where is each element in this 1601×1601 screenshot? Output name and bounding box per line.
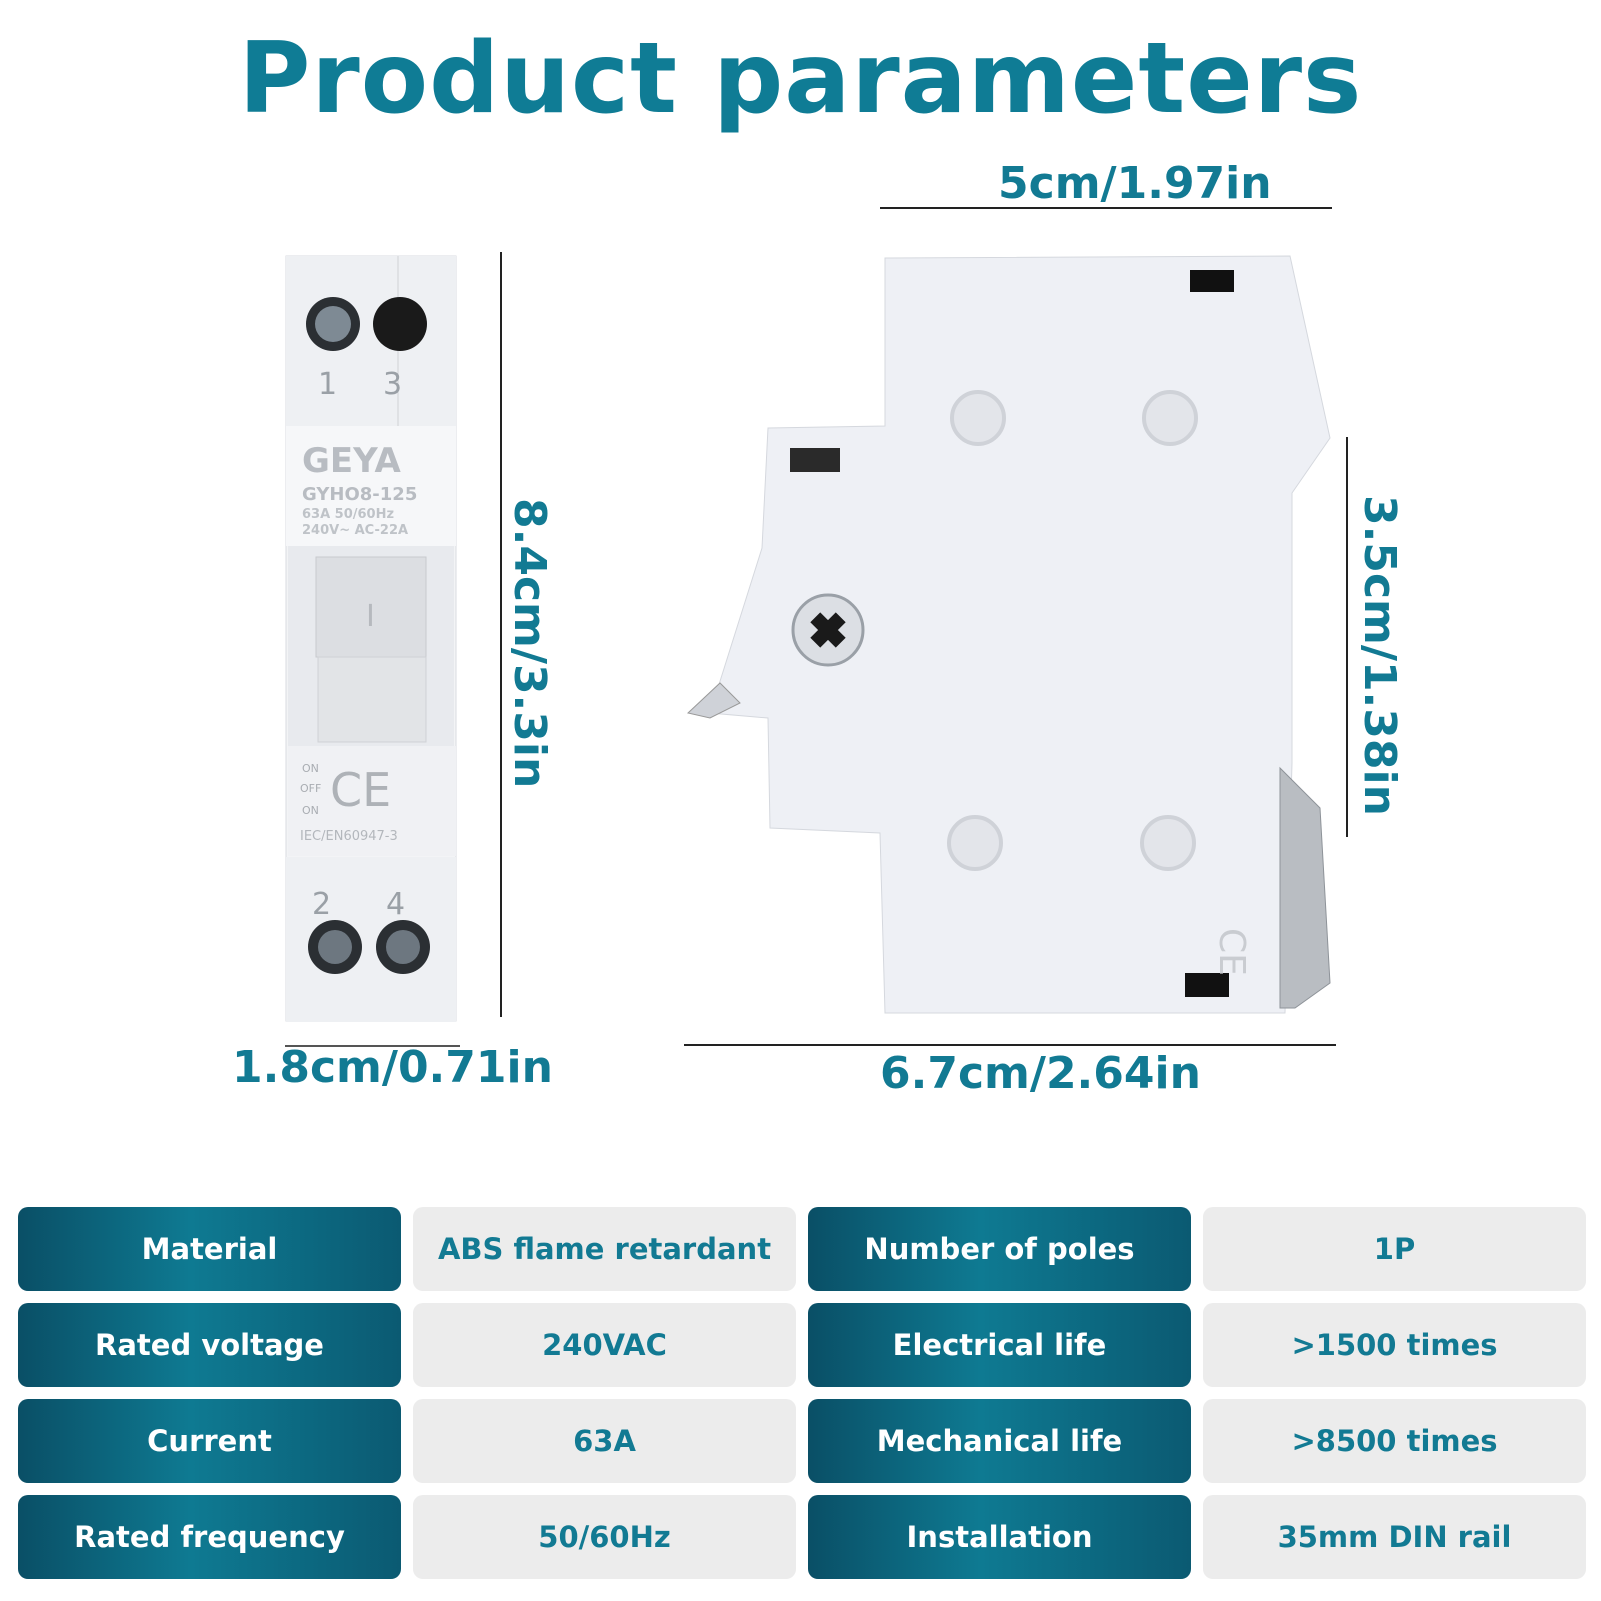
ce-mark: CE bbox=[330, 763, 391, 817]
side-ce-mark: CE bbox=[1211, 928, 1252, 976]
side-depth-label: 6.7cm/2.64in bbox=[880, 1048, 1201, 1099]
spec-value: 63A bbox=[413, 1399, 796, 1483]
spec-label: Rated frequency bbox=[18, 1495, 401, 1579]
spec-table: Material ABS flame retardant Number of p… bbox=[18, 1207, 1586, 1591]
side-top-width-label: 5cm/1.97in bbox=[998, 158, 1272, 209]
svg-text:2: 2 bbox=[312, 887, 331, 922]
svg-text:240V~ AC-22A: 240V~ AC-22A bbox=[302, 523, 408, 538]
spec-value: >1500 times bbox=[1203, 1303, 1586, 1387]
svg-text:IEC/EN60947-3: IEC/EN60947-3 bbox=[300, 829, 398, 844]
spec-value: >8500 times bbox=[1203, 1399, 1586, 1483]
side-rivet bbox=[1142, 390, 1198, 446]
front-height-line bbox=[500, 252, 502, 1017]
spec-label: Rated voltage bbox=[18, 1303, 401, 1387]
side-rivet bbox=[950, 390, 1006, 446]
side-rivet bbox=[1140, 815, 1196, 871]
spec-value: 50/60Hz bbox=[413, 1495, 796, 1579]
svg-text:ON: ON bbox=[302, 804, 319, 817]
spec-value: 35mm DIN rail bbox=[1203, 1495, 1586, 1579]
spec-label: Electrical life bbox=[808, 1303, 1191, 1387]
terminal-screw-3 bbox=[373, 297, 427, 351]
spec-row: Rated frequency 50/60Hz Installation 35m… bbox=[18, 1495, 1586, 1579]
svg-text:OFF: OFF bbox=[300, 782, 321, 795]
side-top-line bbox=[880, 207, 1332, 209]
front-width-label: 1.8cm/0.71in bbox=[232, 1042, 553, 1093]
side-rivet bbox=[947, 815, 1003, 871]
svg-text:3: 3 bbox=[383, 367, 402, 402]
spec-label: Mechanical life bbox=[808, 1399, 1191, 1483]
spec-label: Material bbox=[18, 1207, 401, 1291]
page-title: Product parameters bbox=[238, 22, 1363, 136]
side-height-line bbox=[1346, 437, 1348, 837]
front-height-label: 8.4cm/3.3in bbox=[504, 498, 555, 789]
side-device-image: CE bbox=[686, 255, 1331, 1014]
spec-row: Rated voltage 240VAC Electrical life >15… bbox=[18, 1303, 1586, 1387]
front-width-line bbox=[285, 1045, 460, 1047]
spec-label: Current bbox=[18, 1399, 401, 1483]
spec-label: Number of poles bbox=[808, 1207, 1191, 1291]
svg-text:63A 50/60Hz: 63A 50/60Hz bbox=[302, 507, 394, 522]
spec-row: Current 63A Mechanical life >8500 times bbox=[18, 1399, 1586, 1483]
svg-text:GYHO8-125: GYHO8-125 bbox=[302, 484, 417, 505]
spec-row: Material ABS flame retardant Number of p… bbox=[18, 1207, 1586, 1291]
spec-label: Installation bbox=[808, 1495, 1191, 1579]
spec-value: 240VAC bbox=[413, 1303, 796, 1387]
svg-text:ON: ON bbox=[302, 762, 319, 775]
switch-mark: I bbox=[366, 599, 375, 634]
spec-value: 1P bbox=[1203, 1207, 1586, 1291]
side-bottom-line bbox=[684, 1044, 1336, 1046]
side-height-label: 3.5cm/1.38in bbox=[1354, 495, 1405, 816]
svg-text:1: 1 bbox=[318, 367, 337, 402]
front-device-image: 1 3 GEYA GYHO8-125 63A 50/60Hz 240V~ AC-… bbox=[285, 255, 457, 1022]
svg-text:4: 4 bbox=[386, 887, 405, 922]
spec-value: ABS flame retardant bbox=[413, 1207, 796, 1291]
brand-logo: GEYA bbox=[302, 441, 401, 481]
